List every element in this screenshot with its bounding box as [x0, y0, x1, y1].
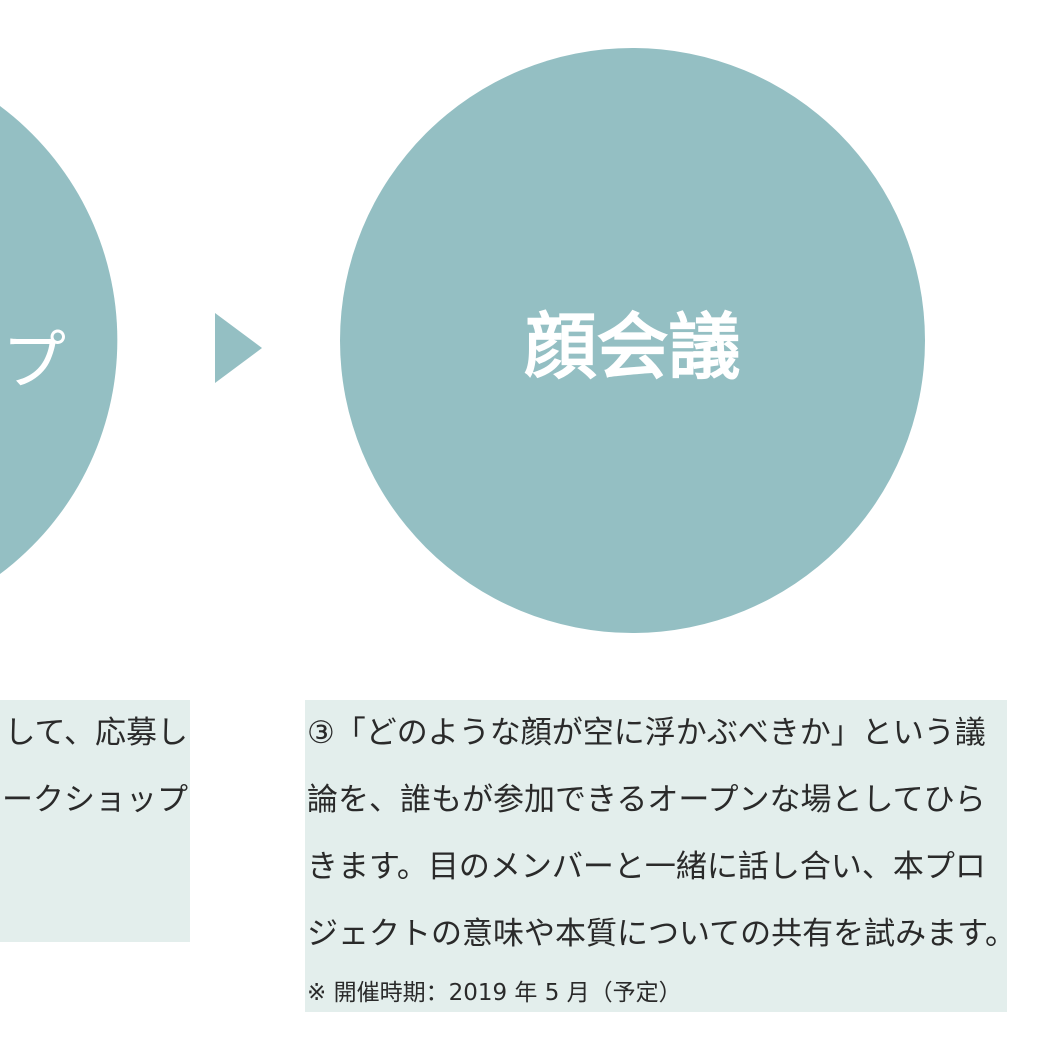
text-line: ークショップ: [2, 782, 188, 818]
right-description-box: ③「どのような顔が空に浮かぶべきか」という議 論を、誰もが参加できるオープンな場…: [305, 700, 1016, 1012]
step-circle-face-meeting: 顔会議: [340, 48, 925, 633]
step-title-fragment: プ: [2, 325, 66, 399]
text-line: ③「どのような顔が空に浮かぶべきか」という議: [307, 715, 986, 751]
step-circle-shape: [0, 106, 118, 574]
left-description-box: して、応募し ークショップ: [0, 700, 190, 942]
text-line: きます。目のメンバーと一緒に話し合い、本プロ: [307, 849, 986, 885]
schedule-note: ※ 開催時期：2019 年 5 月（予定）: [307, 980, 682, 1006]
step-title: 顔会議: [524, 305, 741, 389]
text-line: して、応募し: [4, 715, 188, 751]
text-line: 論を、誰もが参加できるオープンな場としてひら: [307, 782, 986, 818]
arrow-right-icon: [215, 313, 262, 383]
step-circle-workshop: プ: [0, 0, 120, 640]
text-line: ジェクトの意味や本質についての共有を試みます。: [307, 916, 1016, 952]
